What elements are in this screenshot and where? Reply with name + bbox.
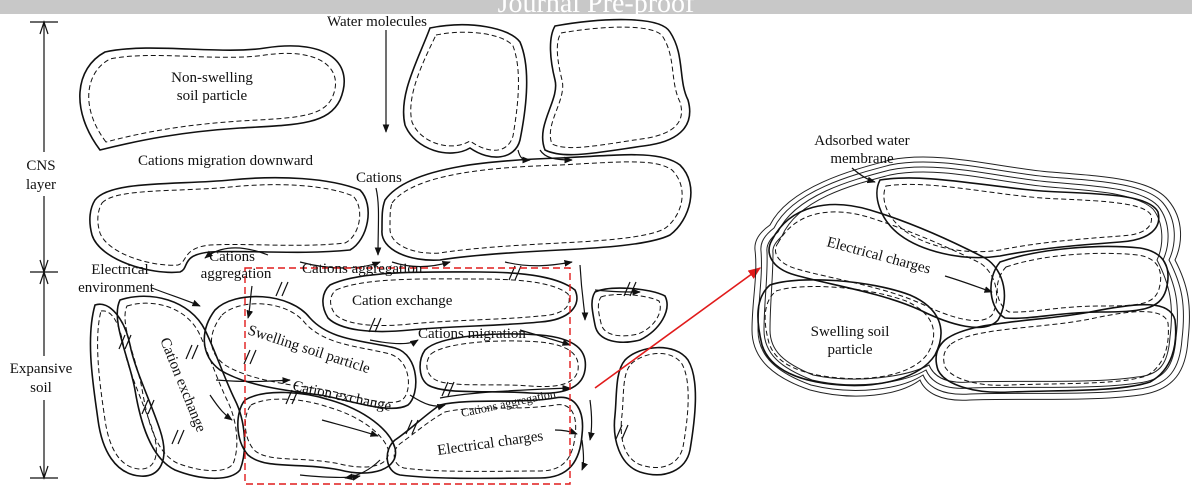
- adsorbed-water-label: Adsorbed water: [814, 133, 909, 149]
- zoom-arrow: [595, 268, 760, 388]
- expansive-label: Expansive: [10, 361, 73, 377]
- inset-particle-bottom-right: [936, 305, 1176, 393]
- electrical-environment-2: environment: [78, 280, 155, 296]
- cation-exchange-bottom-label: Cation exchange: [291, 378, 393, 415]
- particle-small-right: [592, 288, 667, 342]
- cations-migration-downward-label: Cations migration downward: [138, 153, 313, 169]
- soil-label: soil: [30, 380, 52, 396]
- soil-particle-label: soil particle: [177, 88, 248, 104]
- cations-label: Cations: [356, 170, 402, 186]
- swelling-soil-particle-label: Swelling soil particle: [246, 323, 373, 378]
- cation-exchange-top-label: Cation exchange: [352, 293, 453, 309]
- inset-swelling-soil-label: Swelling soil: [811, 324, 890, 340]
- cns-label: CNS: [26, 158, 55, 174]
- inset-electrical-charges-label: Electrical charges: [825, 234, 932, 277]
- cations-aggregation-mid-label: Cations aggregation: [302, 261, 423, 277]
- particle-left-tall: [90, 304, 163, 476]
- cations-aggregation-left-1: Cations: [209, 249, 255, 265]
- particle-middle-right: [382, 155, 691, 260]
- inset-particle-label: particle: [828, 342, 873, 358]
- electrical-charges-label: Electrical charges: [436, 428, 544, 459]
- particle-top-mid: [404, 25, 527, 157]
- inset-particle-top: [877, 178, 1159, 258]
- particle-cations-migration: [420, 334, 585, 393]
- dimension-line: [30, 22, 58, 478]
- membrane-label: membrane: [830, 151, 894, 167]
- inset-particle-right: [991, 247, 1168, 319]
- cations-migration-label: Cations migration: [418, 326, 526, 342]
- particle-top-right: [543, 20, 690, 155]
- electrical-environment-1: Electrical: [91, 262, 148, 278]
- cation-exchange-vertical-label: Cation exchange: [156, 336, 209, 435]
- particle-right-tall: [614, 348, 695, 475]
- cations-aggregation-left-2: aggregation: [201, 266, 272, 282]
- water-molecules-label: Water molecules: [327, 14, 427, 30]
- non-swelling-label: Non-swelling: [171, 70, 253, 86]
- inset-adsorbed-membrane: [752, 157, 1189, 400]
- layer-label: layer: [26, 177, 56, 193]
